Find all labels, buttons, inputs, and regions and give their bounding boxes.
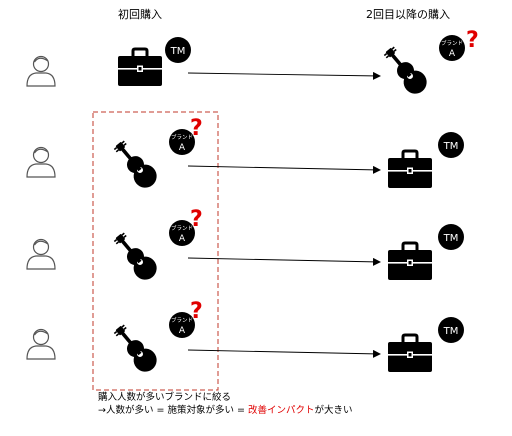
- note-line-2-prefix: →人数が多い = 施策対象が多い =: [98, 405, 248, 416]
- header-repeat-purchase: 2回目以降の購入: [366, 8, 450, 21]
- brand-a-badge: ブランド A: [439, 35, 465, 61]
- svg-text:A: A: [179, 143, 186, 153]
- guitar-icon: [109, 320, 162, 377]
- note-line-1: 購入人数が多いブランドに絞る: [98, 392, 232, 403]
- tm-badge: TM: [438, 224, 464, 250]
- person-icon: [26, 328, 56, 360]
- svg-text:A: A: [449, 49, 456, 59]
- guitar-icon: [109, 136, 162, 193]
- person-icon: [26, 55, 56, 87]
- person-icon: [26, 238, 56, 270]
- person-icon: [26, 146, 56, 178]
- svg-text:TM: TM: [443, 141, 459, 152]
- briefcase-icon: [386, 333, 434, 374]
- svg-text:ブランド: ブランド: [171, 224, 193, 232]
- flow-arrow: [187, 349, 381, 358]
- guitar-icon: [109, 228, 162, 285]
- svg-text:ブランド: ブランド: [171, 133, 193, 141]
- flow-arrow: [187, 257, 381, 266]
- note-line-2: →人数が多い = 施策対象が多い = 改善インパクトが大きい: [98, 405, 353, 417]
- question-mark: ?: [466, 28, 479, 53]
- briefcase-icon: [116, 47, 164, 88]
- tm-badge: TM: [438, 132, 464, 158]
- focus-dashed-box: [92, 111, 219, 391]
- question-mark: ?: [190, 207, 203, 232]
- question-mark: ?: [190, 116, 203, 141]
- svg-text:ブランド: ブランド: [171, 316, 193, 324]
- svg-text:TM: TM: [443, 233, 459, 244]
- briefcase-icon: [386, 149, 434, 190]
- svg-text:TM: TM: [170, 46, 186, 57]
- svg-text:A: A: [179, 234, 186, 244]
- note-highlight: 改善インパクト: [247, 405, 315, 416]
- brand-a-badge: ブランド A: [169, 129, 195, 155]
- brand-a-badge: ブランド A: [169, 220, 195, 246]
- tm-badge: TM: [165, 37, 191, 63]
- note-line-2-suffix: が大きい: [314, 405, 353, 416]
- question-mark: ?: [190, 299, 203, 324]
- svg-text:ブランド: ブランド: [441, 39, 463, 47]
- flow-arrow: [187, 71, 381, 80]
- brand-a-badge: ブランド A: [169, 312, 195, 338]
- svg-text:A: A: [179, 326, 186, 336]
- guitar-icon: [379, 42, 432, 99]
- header-first-purchase: 初回購入: [118, 8, 162, 21]
- briefcase-icon: [386, 241, 434, 282]
- tm-badge: TM: [438, 317, 464, 343]
- svg-text:TM: TM: [443, 326, 459, 337]
- flow-arrow: [187, 165, 381, 174]
